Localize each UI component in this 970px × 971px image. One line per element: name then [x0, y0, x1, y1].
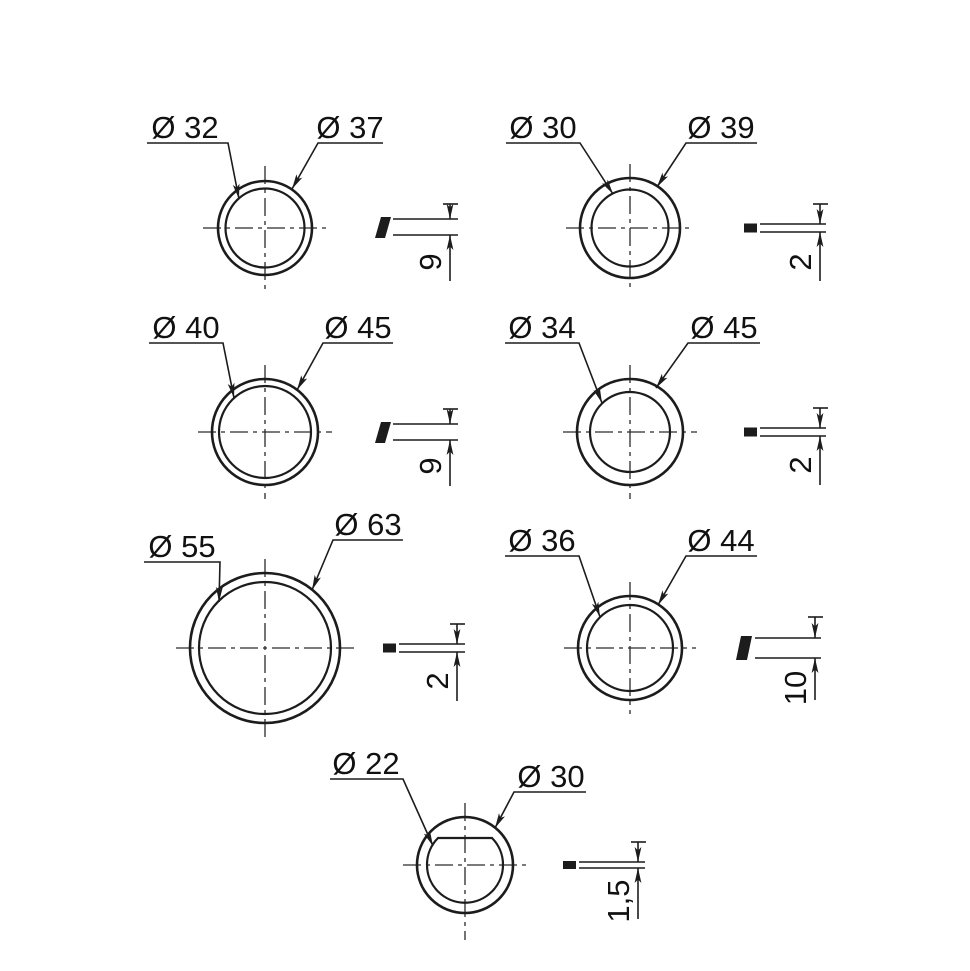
section-mark: [744, 223, 757, 233]
ring-view-middle-left: Ø 40 Ø 45 9: [149, 310, 458, 499]
outer-diameter-label: Ø 44: [687, 523, 754, 558]
outer-circle: [576, 594, 684, 702]
thickness-label: 2: [783, 456, 818, 473]
leader-line-outer: [494, 791, 586, 829]
outer-circle: [210, 377, 320, 487]
ring-view-top-right: Ø 30 Ø 39 2: [506, 110, 828, 292]
outer-circle: [216, 179, 314, 277]
leader-line-inner: [144, 561, 223, 603]
outer-circle: [188, 571, 342, 725]
section-mark: [375, 217, 391, 238]
section-mark: [736, 636, 752, 660]
leader-line-inner: [505, 555, 601, 618]
inner-circle: [588, 390, 672, 474]
section-mark: [563, 861, 576, 869]
inner-diameter-label: Ø 55: [148, 529, 215, 564]
face-lines: [399, 643, 465, 653]
outer-circle: [578, 176, 682, 280]
ring-view-bottom-left: Ø 55 Ø 63 2: [144, 507, 465, 737]
leader-line-inner: [149, 342, 235, 399]
thickness-label: 9: [413, 457, 448, 474]
section-mark: [383, 643, 396, 653]
section-mark: [375, 422, 391, 443]
thickness-label: 10: [778, 671, 813, 705]
inner-diameter-label: Ø 30: [509, 110, 576, 145]
leader-line-outer: [311, 539, 403, 591]
face-lines: [393, 218, 458, 236]
outer-diameter-label: Ø 45: [690, 310, 757, 345]
inner-diameter-label: Ø 34: [508, 310, 575, 345]
outer-diameter-label: Ø 45: [324, 310, 391, 345]
ring-view-bottom-center: Ø 22 Ø 30 1,5: [330, 746, 646, 940]
inner-circle: [590, 188, 670, 268]
thickness-label: 2: [783, 253, 818, 270]
section-mark: [744, 427, 757, 437]
ring-view-top-left: Ø 32 Ø 37 9: [147, 110, 458, 290]
ring-view-middle-right: Ø 34 Ø 45 2: [505, 310, 828, 499]
inner-diameter-label: Ø 40: [152, 310, 219, 345]
outer-diameter-label: Ø 30: [517, 759, 584, 794]
outer-circle: [415, 815, 515, 915]
thickness-label: 9: [413, 253, 448, 270]
leader-line-outer: [656, 142, 757, 188]
leader-line-outer: [296, 342, 393, 391]
outer-diameter-label: Ø 37: [316, 110, 383, 145]
leader-line-outer: [657, 555, 757, 606]
inner-circle: [585, 603, 675, 693]
ring-view-bottom-right: Ø 36 Ø 44 10: [505, 523, 823, 714]
inner-diameter-label: Ø 36: [508, 523, 575, 558]
outer-diameter-label: Ø 39: [687, 110, 754, 145]
leader-line-inner: [506, 142, 614, 195]
leader-line-inner: [330, 778, 434, 847]
leader-line-inner: [147, 142, 240, 200]
inner-circle: [197, 580, 333, 716]
thickness-label: 2: [420, 672, 455, 689]
face-lines: [579, 861, 645, 869]
inner-circle: [217, 384, 313, 480]
inner-bore-with-flat: [425, 836, 505, 904]
face-lines: [393, 423, 458, 441]
inner-circle: [224, 187, 306, 269]
outer-diameter-label: Ø 63: [334, 507, 401, 542]
inner-diameter-label: Ø 32: [151, 110, 218, 145]
leader-line-inner: [505, 342, 603, 404]
inner-diameter-label: Ø 22: [332, 746, 399, 781]
face-lines: [760, 427, 826, 437]
face-lines: [760, 223, 826, 233]
thickness-label: 1,5: [601, 879, 636, 922]
leader-line-outer: [655, 342, 760, 389]
face-lines: [755, 637, 821, 659]
outer-circle: [575, 377, 685, 487]
leader-line-outer: [291, 142, 383, 190]
